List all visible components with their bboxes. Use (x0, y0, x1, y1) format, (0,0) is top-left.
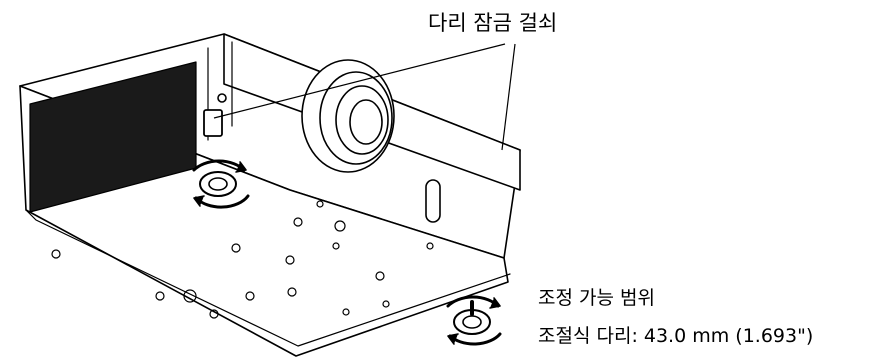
adjustable-range-label: 조정 가능 범위 (538, 287, 655, 309)
adjustable-foot-label: 조절식 다리: 43.0 mm (1.693") (538, 325, 814, 347)
leg-lock-latch (203, 109, 223, 137)
rear-adjustable-foot (446, 295, 502, 346)
leg-lock-latch-label: 다리 잠금 걸쇠 (428, 11, 558, 35)
bottom-screw-holes (51, 200, 434, 319)
front-adjustable-foot (192, 159, 250, 209)
lens (301, 59, 395, 173)
